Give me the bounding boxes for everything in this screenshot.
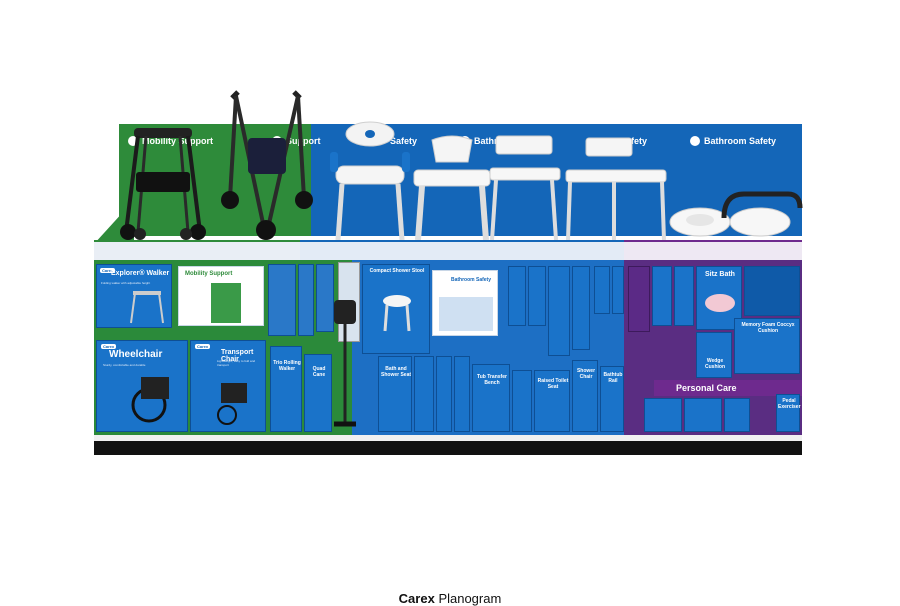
explorer-walker-box: Carex Explorer® Walker Folding walker wi… [96,264,172,328]
quad-cane [334,300,356,427]
carex-logo: Carex [100,268,116,273]
tub-transfer-bench [565,137,667,241]
bath-seat-box-4 [454,356,470,432]
raised-seat-title: Raised Toilet Seat [537,378,569,390]
tub-bench-title: Tub Transfer Bench [477,374,507,386]
shelf-base-trim [94,435,802,441]
bathtub-rail-box: Bathtub Rail [600,366,624,432]
stool-image [383,295,411,332]
personal-care-band: Personal Care [654,380,802,396]
pedal-exerciser-title: Pedal Exerciser [778,398,801,410]
shower-stool-back [413,135,491,241]
wheelchair-subtitle: Sturdy, comfortable and durable [103,363,146,367]
carex-logo: Carex [195,344,211,349]
sitz-bath-box: Sitz Bath [696,266,742,330]
bath-banner-2-text: Bathroom [474,136,517,146]
grab-bar-box-5 [594,266,610,314]
compact-shower-stool-box: Compact Shower Stool [362,264,430,354]
memory-foam-box: Memory Foam Coccyx Cushion [734,318,800,374]
personal-care-box-6 [724,398,750,432]
transport-chair-title: Transport Chair [221,349,254,363]
caption-brand: Carex [398,591,435,606]
planogram-caption: Carex Planogram [0,591,900,606]
bath-banner-3-text: Safety [620,136,648,146]
quad-cane-title: Quad Cane [312,366,326,378]
personal-care-box-2 [652,266,672,326]
personal-care-box-4 [644,398,682,432]
grab-bar-box-3 [548,266,570,356]
rollator-walker-black [120,128,206,240]
shower-chair-with-arms [330,121,410,241]
grab-bar-box-2 [528,266,546,326]
sitz-bath-image [705,294,735,312]
bath-banner-4-text: Bathroom Safety [704,136,777,146]
bathtub-rail-title: Bathtub Rail [603,372,623,384]
raised-toilet-seat [669,207,731,237]
raised-seat-box: Raised Toilet Seat [534,370,570,432]
bath-banner-1-text: Safety [390,136,418,146]
shower-chair-box: Shower Chair [572,360,598,432]
bath-seat-box-3 [436,356,452,432]
trio-walker-box: Trio Rolling Walker [270,346,302,432]
sitz-bath-title: Sitz Bath [705,271,735,278]
trio-walker-title: Trio Rolling Walker [273,360,301,372]
bath-seat-title: Bath and Shower Seat [381,366,412,378]
bathroom-poster-title: Bathroom Safety [451,277,492,283]
toilet-icon [690,136,700,146]
wheelchair-title: Wheelchair [109,349,163,360]
caption-title: Planogram [438,591,502,606]
bath-box-small [512,370,532,432]
raised-seat-with-arms [721,191,803,237]
explorer-walker-subtitle: Folding walker with adjustable height [101,281,151,285]
grab-bar-box-1 [508,266,526,326]
wedge-cushion-title: Wedge Cushion [705,358,725,370]
shower-chair-title: Shower Chair [576,368,596,380]
tub-bench-box: Tub Transfer Bench [472,364,510,432]
bathroom-safety-poster: Bathroom Safety [432,270,498,336]
mobility-banner-text: Mobility Support [142,136,213,146]
mobility-support-poster: Mobility Support [178,266,264,326]
grab-bar-box-4 [572,266,590,350]
wedge-cushion-box: Wedge Cushion [696,332,732,378]
mobility-poster-title: Mobility Support [185,271,233,277]
mobility-banner: Mobility Support [128,136,213,146]
cane-box-2 [298,264,314,336]
walker-icon [128,136,138,146]
info-strip-personal [624,240,802,262]
three-wheel-rollator [221,90,313,240]
transport-chair-subtitle: Lightweight, easy to fold and transport [217,359,256,367]
explorer-walker-title: Explorer® Walker [111,270,170,277]
quad-cane-box: Quad Cane [304,354,332,432]
carex-logo: Carex [101,344,117,349]
walker-image [130,291,164,324]
shelf-base-kick [94,441,802,455]
grab-bar-box-6 [612,266,624,314]
cushion-box [744,266,800,316]
transport-chair-box: Carex Transport Chair Lightweight, easy … [190,340,266,432]
wheelchair-box: Carex Wheelchair Sturdy, comfortable and… [96,340,188,432]
cane-box-1 [268,264,296,336]
transport-chair-image [217,383,247,425]
bath-bench [489,135,561,241]
bath-seat-box: Bath and Shower Seat [378,356,412,432]
bath-banner-3: Safety [620,136,647,146]
personal-care-box-5 [684,398,722,432]
bath-seat-box-2 [414,356,434,432]
mobility-banner-2-text: Support [286,136,321,146]
memory-foam-title: Memory Foam Coccyx Cushion [741,322,795,334]
pedal-exerciser-box: Pedal Exerciser [776,394,801,432]
poster-bathroom-graphic [439,297,493,331]
cane-box-3 [316,264,334,332]
wheelchair-image [131,377,169,423]
personal-care-label: Personal Care [676,383,737,393]
personal-care-box-1 [628,266,650,332]
poster-shelf-graphic [211,283,241,323]
personal-care-box-3 [674,266,694,326]
bath-banner-1: Safety [390,136,417,146]
bath-banner-4: Bathroom Safety [690,136,776,146]
compact-shower-stool-title: Compact Shower Stool [369,268,425,274]
